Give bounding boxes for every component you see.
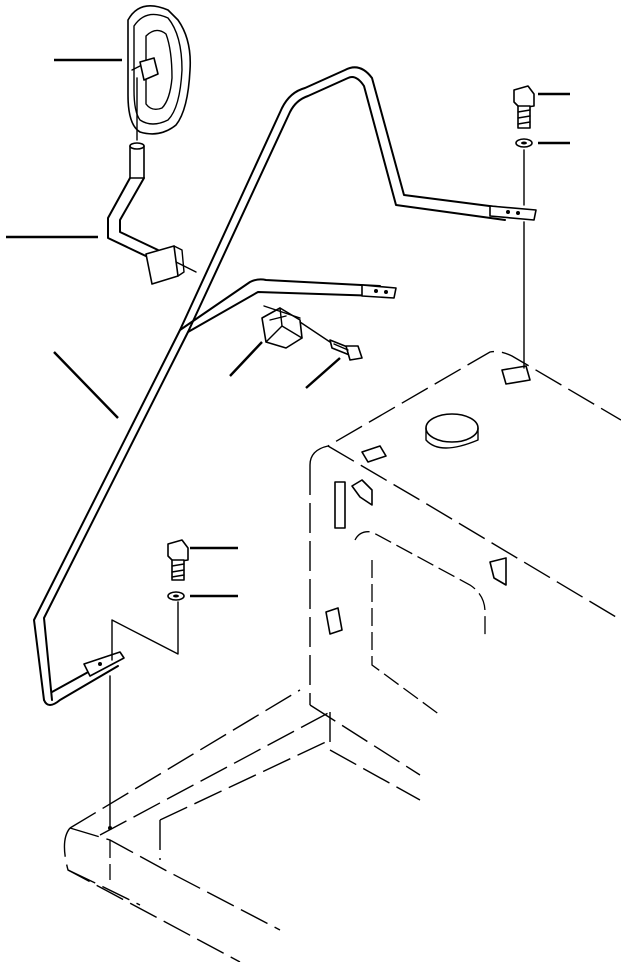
leader-clamp [229,341,263,377]
cab-clip [325,607,343,635]
filler-cap [425,413,479,443]
upper-washer [515,138,533,148]
leader-clamp-bolt [305,357,341,389]
lower-mount-tab [83,651,125,677]
clamp [261,307,303,349]
deck-hole [108,826,112,830]
deck-frame [63,689,421,962]
clamp-bolt [329,339,363,361]
upper-bolt [513,85,535,129]
lower-bolt [167,539,189,581]
cab-slot [334,481,346,529]
upper-mount-block [501,365,531,385]
cab-bracket [361,445,387,463]
callout-leaders [6,58,570,598]
lower-washer [167,591,185,601]
middle-mount-tab [361,284,397,299]
assembly-lines [109,149,525,827]
upper-mount-tab [489,205,537,221]
cab-lug [351,479,373,506]
mirror-stay [107,77,197,285]
cab-lug-2 [489,557,507,586]
leader-handrail [53,351,119,419]
cab [309,350,621,776]
handrail [33,66,537,706]
mirror-clip [139,57,159,81]
